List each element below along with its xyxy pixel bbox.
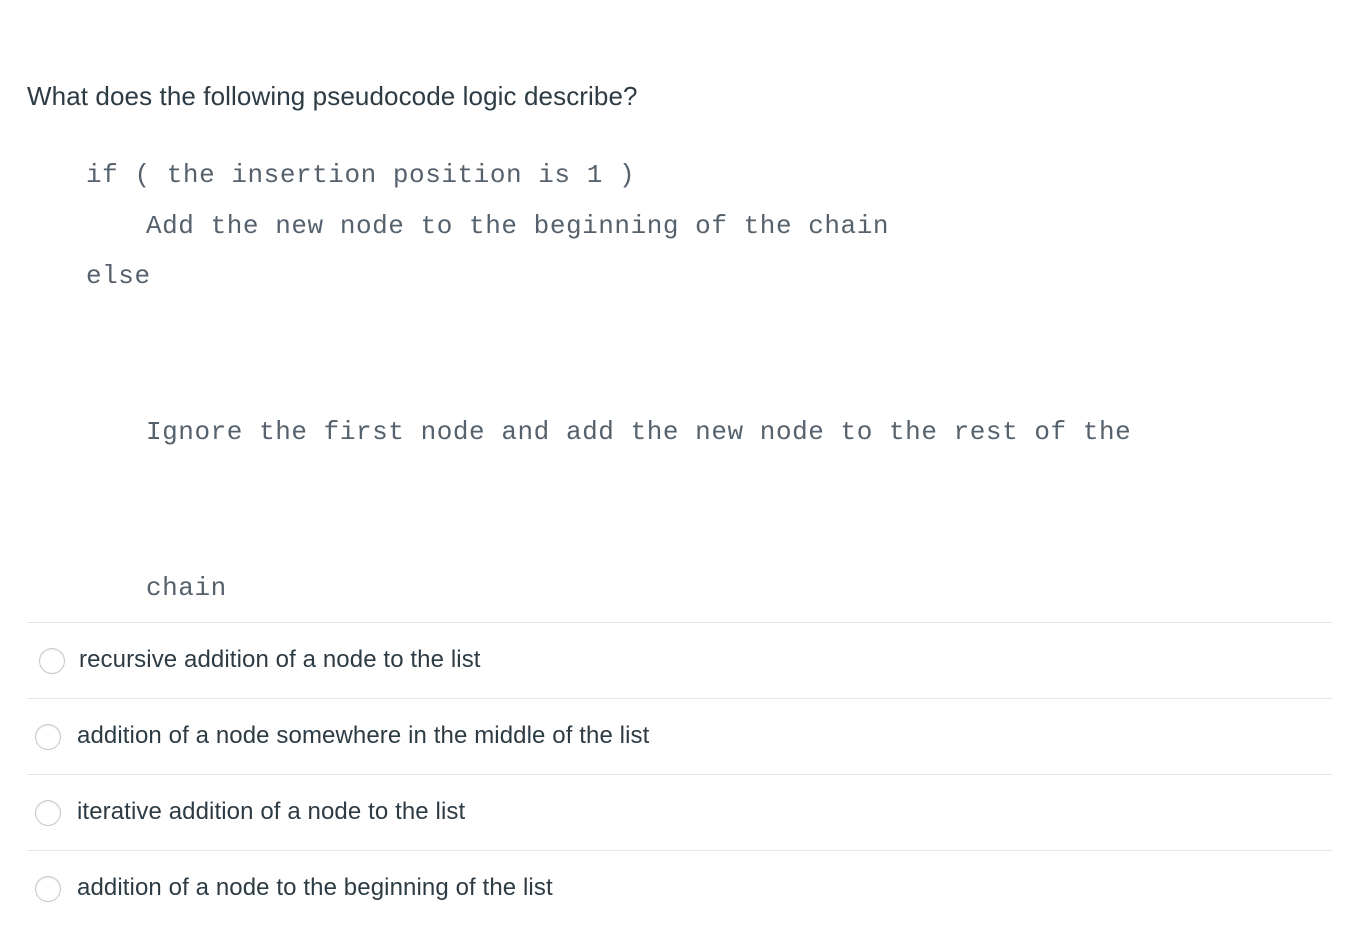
question-prompt-text: What does the following pseudocode logic… — [27, 81, 638, 111]
pseudocode-line-add-node: Add the new node to the beginning of the… — [146, 210, 890, 241]
answer-option-4[interactable]: addition of a node to the beginning of t… — [27, 850, 1332, 926]
pseudocode-line-ignore-part1: Ignore the first node and add the new no… — [146, 417, 1132, 448]
answer-options-list: recursive addition of a node to the list… — [27, 622, 1332, 926]
answer-option-label: recursive addition of a node to the list — [79, 646, 481, 674]
pseudocode-line-else: else — [86, 261, 151, 292]
radio-button-icon[interactable] — [35, 799, 61, 826]
pseudocode-line-ignore-part2: chain — [146, 573, 227, 604]
radio-button-icon[interactable] — [35, 875, 61, 902]
pseudocode-line-ignore: Ignore the first node and add the new no… — [86, 302, 1336, 718]
answer-option-2[interactable]: addition of a node somewhere in the midd… — [27, 698, 1332, 774]
answer-option-label: addition of a node to the beginning of t… — [77, 874, 553, 902]
radio-button-icon[interactable] — [39, 647, 65, 674]
answer-option-label: addition of a node somewhere in the midd… — [77, 722, 650, 750]
answer-option-3[interactable]: iterative addition of a node to the list — [27, 774, 1332, 850]
answer-option-1[interactable]: recursive addition of a node to the list — [27, 622, 1332, 698]
pseudocode-line-if: if ( the insertion position is 1 ) — [86, 160, 636, 190]
answer-option-label: iterative addition of a node to the list — [77, 798, 466, 826]
radio-button-icon[interactable] — [35, 723, 61, 750]
pseudocode-block: if ( the insertion position is 1 ) Add t… — [86, 150, 1336, 718]
question-prompt: What does the following pseudocode logic… — [27, 80, 1327, 113]
